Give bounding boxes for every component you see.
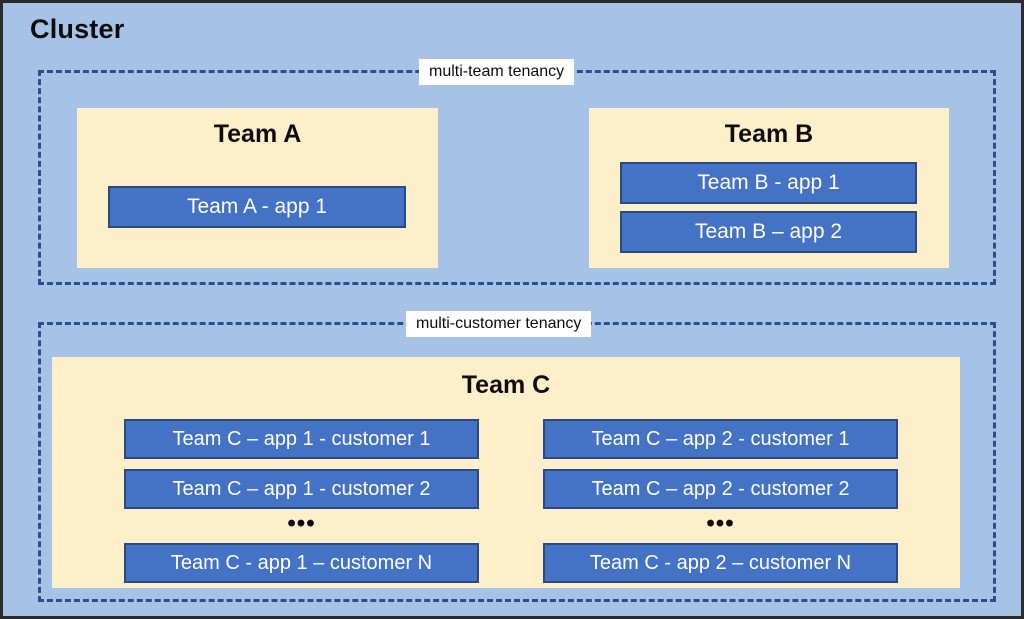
app-box-team-c-app-1-customer-n[interactable]: Team C - app 1 – customer N bbox=[124, 543, 479, 583]
app-box-team-c-app-2-customer-n[interactable]: Team C - app 2 – customer N bbox=[543, 543, 898, 583]
team-heading-team-c: Team C bbox=[461, 371, 551, 399]
app-box-team-c-app-1-customer-2[interactable]: Team C – app 1 - customer 2 bbox=[124, 469, 479, 509]
app-box-team-b-app-1[interactable]: Team B - app 1 bbox=[620, 162, 917, 204]
cluster-title: Cluster bbox=[30, 14, 125, 44]
app-box-team-b-app-2[interactable]: Team B – app 2 bbox=[620, 211, 917, 253]
tenancy-zone-multi-team: multi-team tenancy bbox=[38, 59, 996, 285]
team-heading-team-b: Team B bbox=[724, 120, 814, 148]
app-box-team-c-app-1-customer-1[interactable]: Team C – app 1 - customer 1 bbox=[124, 419, 479, 459]
team-panel-team-c: Team C Team C – app 1 - customer 1 Team … bbox=[52, 357, 960, 588]
ellipsis-team-c-app-2: ••• bbox=[706, 510, 735, 537]
team-panel-team-a: Team A Team A - app 1 bbox=[77, 108, 438, 268]
tenancy-zone-label-multi-customer: multi-customer tenancy bbox=[406, 311, 592, 337]
team-panel-team-b: Team B Team B - app 1 Team B – app 2 bbox=[589, 108, 949, 268]
ellipsis-team-c-app-1: ••• bbox=[287, 510, 316, 537]
app-box-team-c-app-2-customer-1[interactable]: Team C – app 2 - customer 1 bbox=[543, 419, 898, 459]
team-heading-team-a: Team A bbox=[213, 120, 302, 148]
app-box-team-a-app-1[interactable]: Team A - app 1 bbox=[108, 186, 406, 228]
tenancy-zone-multi-customer: multi-customer tenancy bbox=[38, 311, 996, 602]
tenancy-zone-label-multi-team: multi-team tenancy bbox=[419, 59, 575, 85]
app-box-team-c-app-2-customer-2[interactable]: Team C – app 2 - customer 2 bbox=[543, 469, 898, 509]
